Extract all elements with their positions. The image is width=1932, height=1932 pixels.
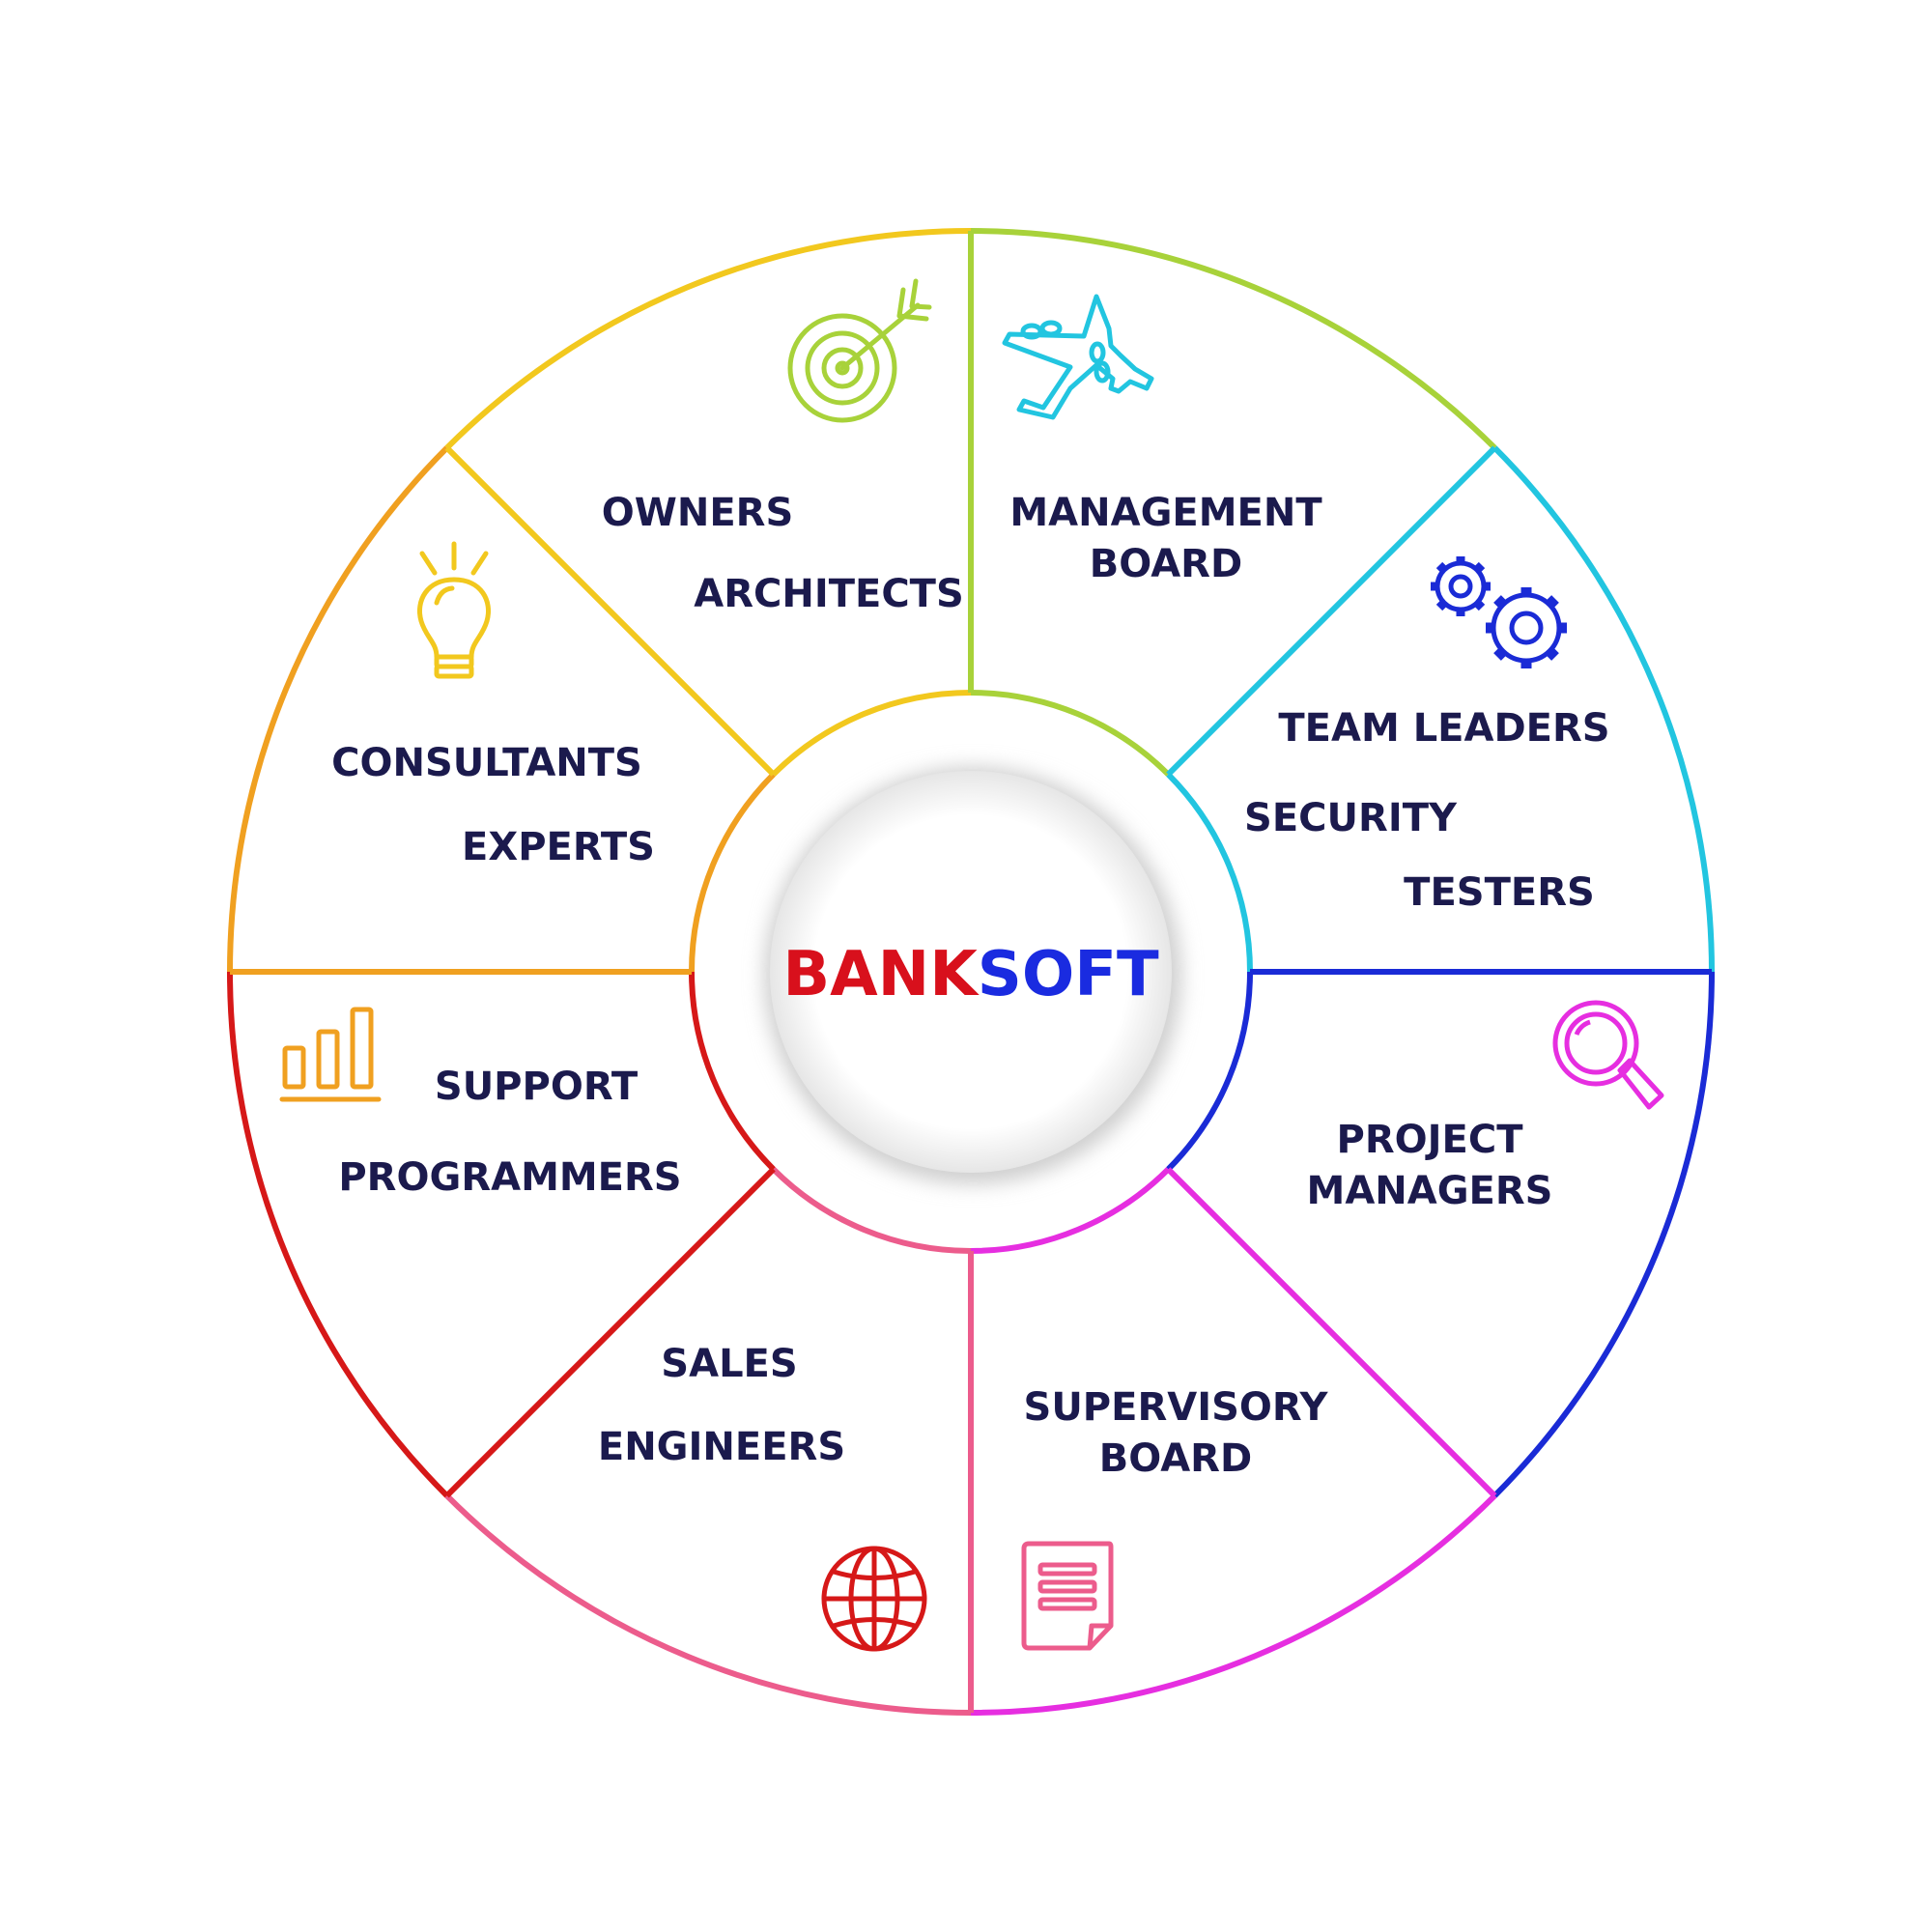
center-title: BANKSOFT — [782, 939, 1159, 1010]
label-engineers: ENGINEERS — [598, 1425, 845, 1469]
label-sales: SALES — [661, 1342, 797, 1386]
inner-ring — [689, 690, 1253, 1254]
inner-arc-project — [970, 1167, 1171, 1254]
label-consultants: CONSULTANTS — [331, 741, 642, 785]
label-project: PROJECT — [1337, 1118, 1524, 1162]
outer-arc-team — [1492, 971, 1715, 1498]
outer-arc-project — [970, 1493, 1497, 1716]
inner-arc-management — [1166, 772, 1253, 973]
label-supervisory: SUPERVISORY — [1024, 1385, 1329, 1430]
airplane-icon — [1002, 294, 1154, 420]
center-title-soft: SOFT — [978, 939, 1159, 1010]
label-architects: ARCHITECTS — [694, 572, 964, 616]
divider-consultants — [444, 445, 776, 777]
label-support: SUPPORT — [435, 1065, 639, 1109]
outer-arc-consultants — [444, 228, 972, 450]
outer-ring — [227, 228, 1715, 1716]
inner-arc-team — [1166, 971, 1253, 1172]
segment-labels: OWNERS ARCHITECTS MANAGEMENT BOARD TEAM … — [331, 491, 1609, 1481]
outer-arc-support — [227, 445, 449, 973]
outer-arc-owners — [970, 228, 1497, 450]
label-management: MANAGEMENT — [1009, 491, 1322, 535]
magnifier-icon — [1552, 1000, 1664, 1110]
label-management-board: BOARD — [1090, 542, 1242, 586]
document-icon — [1021, 1541, 1114, 1651]
inner-arc-sales — [689, 971, 776, 1172]
outer-arc-sales — [227, 971, 449, 1498]
inner-arc-owners — [970, 690, 1171, 777]
label-supervisory-board: BOARD — [1099, 1436, 1252, 1481]
label-testers: TESTERS — [1404, 870, 1595, 915]
inner-arc-support — [689, 772, 776, 973]
globe-icon — [821, 1546, 927, 1652]
inner-arc-consultants — [771, 690, 972, 777]
label-owners: OWNERS — [602, 491, 794, 535]
label-programmers: PROGRAMMERS — [338, 1155, 681, 1200]
label-managers: MANAGERS — [1307, 1169, 1553, 1213]
target-arrow-icon — [787, 278, 932, 423]
dividers — [230, 231, 1712, 1713]
label-team-leaders: TEAM LEADERS — [1278, 706, 1609, 751]
bar-chart-icon — [279, 1007, 382, 1102]
outer-arc-supervisory — [444, 1493, 972, 1716]
center-title-bank: BANK — [782, 939, 980, 1010]
label-experts: EXPERTS — [462, 825, 655, 869]
divider-sales — [444, 1167, 776, 1498]
outer-arc-management — [1492, 445, 1715, 973]
label-security: SECURITY — [1244, 796, 1458, 840]
divider-management — [1166, 445, 1497, 777]
gears-icon — [1431, 556, 1567, 668]
center-hub: BANKSOFT — [764, 767, 1181, 1184]
lightbulb-icon — [417, 541, 491, 679]
inner-arc-supervisory — [771, 1167, 972, 1254]
divider-project — [1166, 1167, 1497, 1498]
